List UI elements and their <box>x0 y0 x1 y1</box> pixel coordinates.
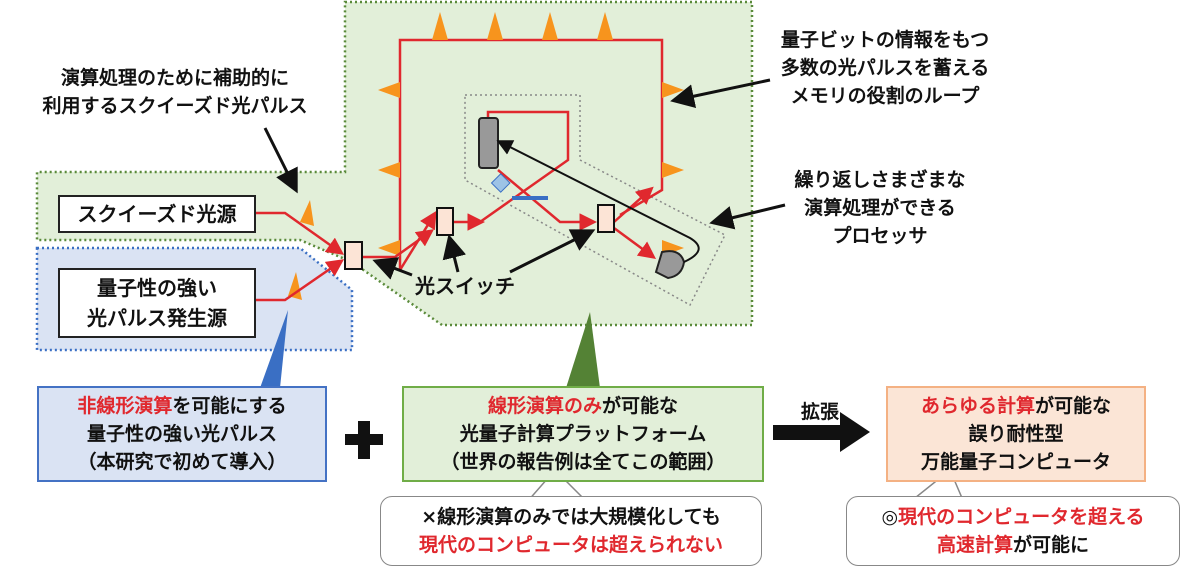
highlight: 高速計算 <box>936 534 1013 556</box>
text: ×線形演算のみでは大規模化しても <box>421 506 721 528</box>
plus-icon <box>345 421 383 459</box>
text: 量子性の強い光パルス <box>86 423 277 445</box>
highlight: 線形演算のみ <box>487 395 602 417</box>
linear-card: 線形演算のみが可能な 光量子計算プラットフォーム （世界の報告例は全てこの範囲） <box>402 386 764 482</box>
switch-2 <box>436 207 454 236</box>
squeezer-element <box>478 117 499 169</box>
text: を可能にする <box>172 395 287 417</box>
linear-limitation-callout: ×線形演算のみでは大規模化しても 現代のコンピュータは超えられない <box>380 496 762 566</box>
text: が可能な <box>602 395 679 417</box>
squeezed-source-box: スクイーズド光源 <box>58 195 256 233</box>
processor-note: 繰り返しさまざまな 演算処理ができる プロセッサ <box>785 166 975 250</box>
optical-switch-label: 光スイッチ <box>415 274 515 298</box>
text: 誤り耐性型 <box>968 423 1064 445</box>
blue-pointer <box>260 310 288 388</box>
text: 光量子計算プラットフォーム <box>459 423 707 445</box>
switch-1 <box>344 241 363 270</box>
squeezed-pulse-note: 演算処理のために補助的に 利用するスクイーズド光パルス <box>15 64 335 120</box>
speedup-callout: ◎現代のコンピュータを超える 高速計算が可能に <box>846 496 1180 566</box>
quantum-source-line: 量子性の強い <box>97 276 217 300</box>
green-pointer <box>566 312 600 388</box>
extend-label: 拡張 <box>800 401 839 423</box>
feedback-line <box>496 140 700 263</box>
text: （世界の報告例は全てこの範囲） <box>440 451 726 473</box>
quantum-source-line: 光パルス発生源 <box>87 306 227 330</box>
switch-3 <box>597 204 615 233</box>
note-line: 利用するスクイーズド光パルス <box>42 95 308 117</box>
beam-paths <box>255 110 657 302</box>
note-line: メモリの役割のループ <box>790 85 980 107</box>
extend-arrow-icon <box>773 412 870 452</box>
quantum-source-box: 量子性の強い 光パルス発生源 <box>58 268 256 338</box>
nonlinear-card: 非線形演算を可能にする 量子性の強い光パルス （本研究で初めて導入） <box>37 386 327 482</box>
text: 万能量子コンピュータ <box>920 451 1111 473</box>
processor-region <box>464 94 727 307</box>
note-line: 演算処理のために補助的に <box>60 67 289 89</box>
text: が可能な <box>1035 395 1112 417</box>
note-line: 繰り返しさまざまな <box>794 169 966 191</box>
note-line: プロセッサ <box>832 225 928 247</box>
annotation-arrows <box>263 78 786 280</box>
note-line: 演算処理ができる <box>804 197 956 219</box>
highlight: 現代のコンピュータは超えられない <box>418 534 723 556</box>
text: （本研究で初めて導入） <box>77 451 287 473</box>
highlight: 現代のコンピュータを超える <box>898 506 1145 528</box>
highlight: あらゆる計算 <box>920 395 1035 417</box>
note-line: 多数の光パルスを蓄える <box>780 57 990 79</box>
text: が可能に <box>1013 534 1090 556</box>
beam-splitter-icon <box>490 173 511 193</box>
highlight: 非線形演算 <box>77 395 173 417</box>
double-circle-icon: ◎ <box>881 506 899 528</box>
universal-card: あらゆる計算が可能な 誤り耐性型 万能量子コンピュータ <box>886 386 1146 482</box>
note-line: 量子ビットの情報をもつ <box>780 29 990 51</box>
memory-loop-note: 量子ビットの情報をもつ 多数の光パルスを蓄える メモリの役割のループ <box>770 26 1000 110</box>
squeezed-source-label: スクイーズド光源 <box>77 202 237 226</box>
